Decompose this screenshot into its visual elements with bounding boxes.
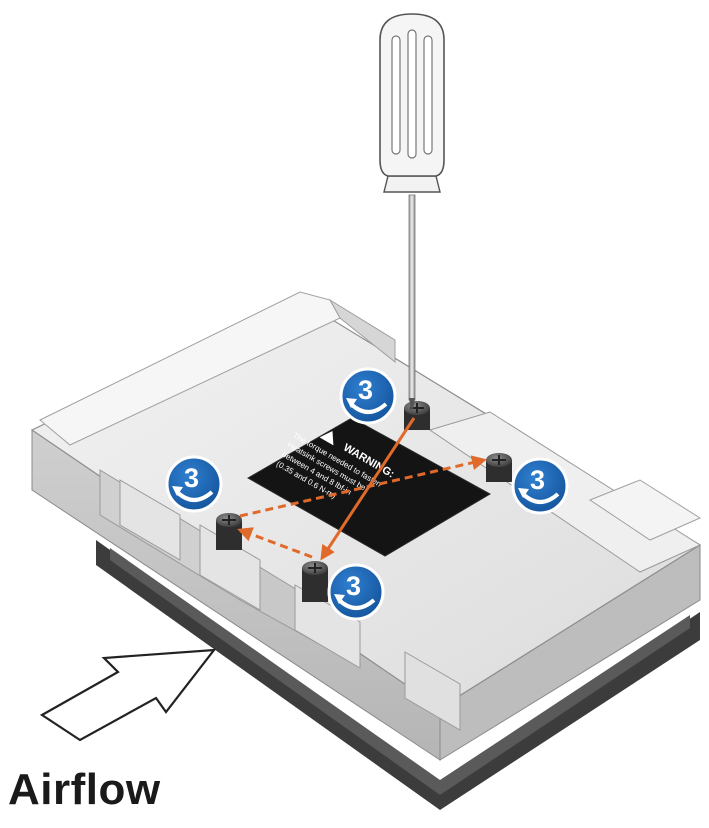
sequence-arrow-3 — [239, 455, 487, 518]
screw-right — [486, 453, 512, 482]
heatsink-tab-1 — [119, 479, 181, 561]
rotate-clockwise-icon — [337, 598, 376, 610]
heatsink-ridge-notch — [328, 298, 396, 364]
screwdriver-shaft — [408, 194, 416, 401]
heatsink-right-bump — [588, 479, 702, 541]
step-badge-front: 3 — [327, 563, 385, 621]
heatsink-tab-4 — [404, 651, 461, 731]
tightening-sequence-arrows — [237, 417, 487, 561]
warning-triangle-icon — [319, 431, 334, 446]
airflow-arrow-icon — [39, 648, 217, 742]
rotate-clockwise-icon — [349, 402, 388, 414]
airflow-label: Airflow — [8, 765, 161, 814]
step-number: 3 — [346, 571, 361, 601]
screw-front — [302, 561, 328, 602]
step-badge-right: 3 — [511, 457, 569, 515]
rotate-clockwise-icon — [175, 490, 214, 502]
step-badge-back: 3 — [339, 367, 397, 425]
screwdriver-tip — [409, 398, 415, 410]
step-number: 3 — [184, 463, 199, 493]
screwdriver-collar — [383, 175, 441, 193]
rotate-clockwise-icon — [521, 492, 560, 504]
step-number: 3 — [358, 375, 373, 405]
step-number: 3 — [530, 465, 545, 495]
screwdriver-icon — [379, 13, 445, 410]
screw-left — [216, 513, 242, 550]
step-badge-left: 3 — [165, 455, 223, 513]
